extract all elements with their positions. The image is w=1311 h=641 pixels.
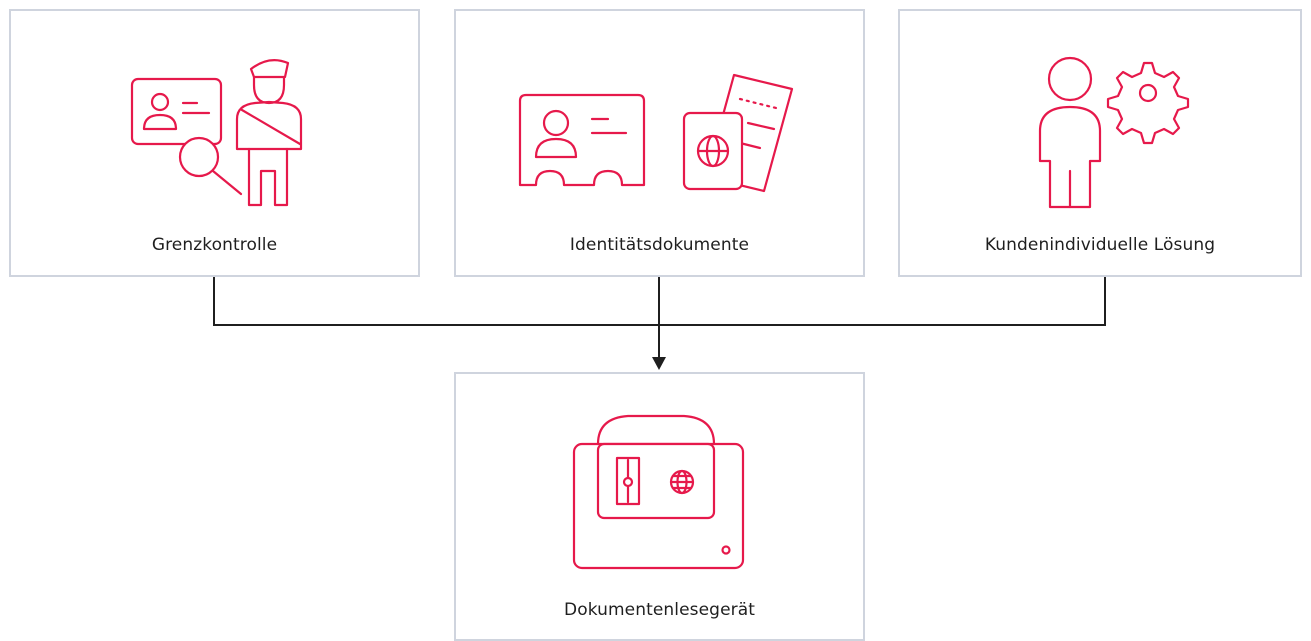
box-label: Grenzkontrolle	[151, 235, 278, 255]
arrow-head-icon	[652, 357, 666, 370]
identity-documents-illustration	[518, 73, 794, 193]
border-control-illustration	[130, 58, 303, 207]
passport-icon	[682, 111, 744, 191]
magnifier-icon	[178, 136, 243, 196]
box-label: Identitätsdokumente	[569, 235, 750, 255]
box-label: Dokumentenlesegerät	[564, 600, 755, 620]
box-label: Kundenindividuelle Lösung	[984, 235, 1216, 255]
box-identity-documents: Identitätsdokumente	[454, 9, 865, 277]
document-reader-icon	[572, 414, 745, 570]
box-custom-solution: Kundenindividuelle Lösung	[898, 9, 1302, 277]
box-border-control: Grenzkontrolle	[9, 9, 420, 277]
gear-icon	[1106, 61, 1190, 145]
box-document-reader: Dokumentenlesegerät	[454, 372, 865, 641]
border-officer-icon	[235, 58, 303, 207]
person-icon	[1038, 56, 1102, 209]
id-card-icon	[130, 77, 223, 146]
custom-solution-illustration	[1038, 56, 1190, 209]
document-reader-illustration	[572, 414, 745, 570]
id-card-icon	[518, 93, 646, 187]
